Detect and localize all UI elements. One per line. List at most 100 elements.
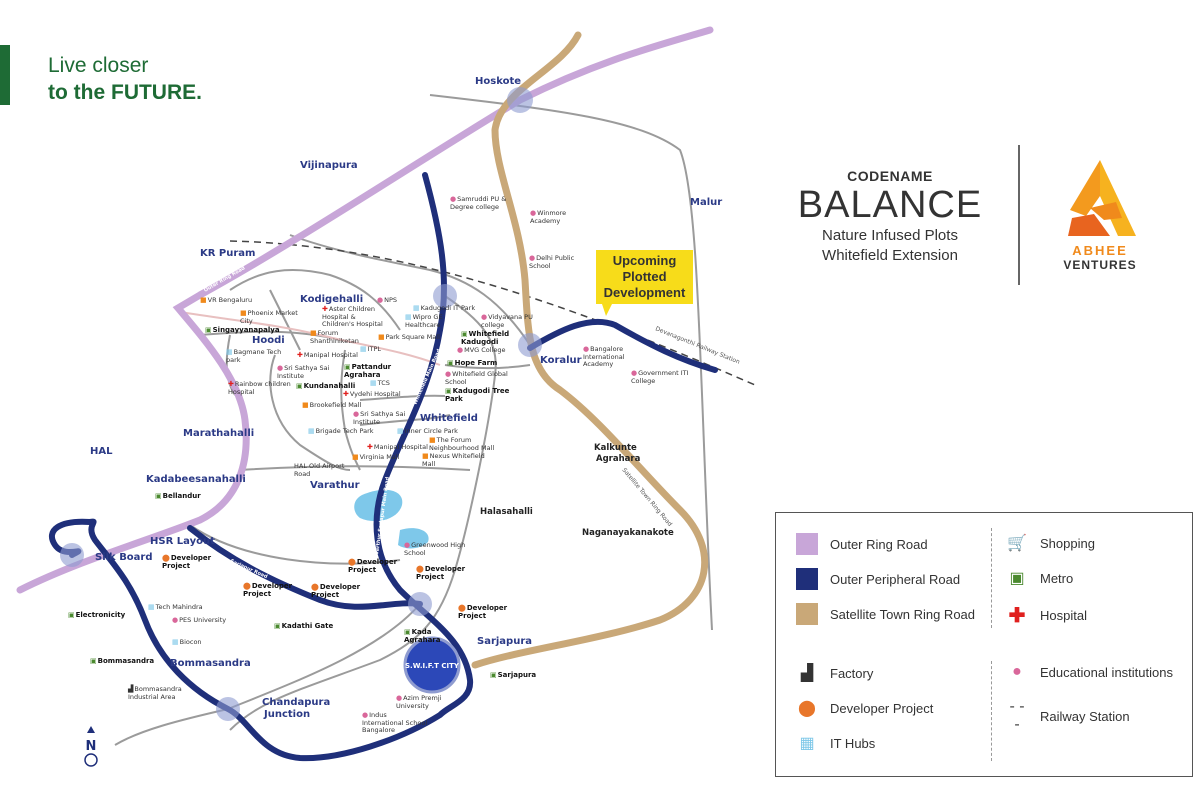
junction-marker	[216, 697, 240, 721]
poi-label: Bangalore International Academy	[583, 345, 625, 368]
legend-label: Shopping	[1040, 535, 1095, 551]
poi-label: Developer Project	[162, 554, 212, 570]
it-hub-icon: ▦	[172, 638, 179, 646]
poi: ▦ITPL	[360, 345, 381, 354]
education-icon: ●	[172, 616, 179, 624]
lake	[398, 528, 429, 549]
poi: ●Greenwood High School	[404, 541, 470, 557]
place-label: HSR Layout	[150, 536, 215, 547]
poi: ●Vidyavana PU college	[481, 313, 547, 329]
education-icon: ●	[530, 209, 537, 217]
place-label: Kadabeesanahalli	[146, 474, 246, 485]
education-icon: ●	[377, 296, 384, 304]
locality-label-text: Naganayakanakote	[582, 528, 674, 538]
locality-label: Halasahalli	[480, 507, 533, 518]
it-hub-icon: ▦	[308, 427, 315, 435]
road	[229, 295, 497, 731]
factory-icon: ▟	[128, 685, 134, 693]
abhee-ventures-logo: ABHEE VENTURES	[1055, 158, 1145, 272]
road	[527, 318, 718, 373]
place-label: Koralur	[540, 355, 582, 366]
legend-label: Railway Station	[1040, 708, 1130, 724]
poi: ▣Whitefield Kadugodi	[461, 330, 527, 346]
poi-label: MVG College	[464, 346, 506, 354]
place-label-text: Bommasandra	[170, 658, 251, 669]
poi: ●Delhi Public School	[529, 254, 595, 270]
locality-label: Kalkunte	[594, 443, 637, 454]
developer-pin-icon: ⬤	[458, 604, 466, 612]
poi: ⬤Developer Project	[243, 582, 309, 598]
accent-bar	[0, 45, 10, 105]
junction-marker	[518, 333, 542, 357]
poi-label: Manipal Hospital	[373, 443, 428, 451]
poi-label: Inner Circle Park	[404, 427, 458, 435]
poi-label: Developer Project	[458, 604, 508, 620]
education-icon: ●	[583, 345, 590, 353]
poi-label: Forum Shanthiniketan	[310, 329, 359, 345]
poi: ●NPS	[377, 296, 397, 305]
logo-mark-icon	[1068, 160, 1136, 236]
metro-icon: ▣	[155, 492, 162, 500]
metro-icon: ▣	[461, 330, 468, 338]
legend-it-hubs: ▦IT Hubs	[796, 733, 875, 753]
poi-label: PES University	[179, 616, 227, 624]
road	[189, 524, 401, 565]
shopping-icon: ■	[378, 333, 385, 341]
poi: ●Azim Premji University	[396, 694, 462, 710]
place-label-text: HAL	[90, 446, 113, 457]
legend-metro: ▣Metro	[1006, 568, 1073, 588]
poi: ▣Kundanahalli	[296, 382, 355, 390]
poi: ■Forum Shanthiniketan	[310, 329, 376, 345]
hospital-icon: ✚	[297, 351, 303, 359]
poi: ●Indus International School Bangalore	[362, 711, 428, 735]
it-hub-icon: ▦	[148, 603, 155, 611]
local-roads	[114, 94, 713, 746]
hospital-icon: ✚	[1008, 605, 1026, 627]
poi: ●Bangalore International Academy	[583, 345, 649, 369]
place-label: Sarjapura	[477, 636, 532, 647]
poi-label: Brookefield Mall	[309, 401, 362, 409]
hospital-icon: ✚	[228, 380, 234, 388]
poi-label: Sri Sathya Sai Institute	[277, 364, 330, 380]
metro-icon: ▣	[447, 359, 454, 367]
poi-label: Hope Farm	[454, 359, 498, 367]
poi-label: Whitefield Global School	[445, 370, 508, 386]
poi: ✚Rainbow children Hospital	[228, 380, 294, 396]
developer-pin-icon: ⬤	[243, 582, 251, 590]
place-label-text: Malur	[690, 197, 723, 208]
developer-pin-icon: ⬤	[311, 583, 319, 591]
poi-label: Park Square Mall	[385, 333, 440, 341]
poi: ●Government ITI College	[631, 369, 697, 385]
poi: ▦Biocon	[172, 638, 202, 647]
compass-label: N	[86, 739, 97, 754]
poi: ▦Bagmane Tech park	[226, 348, 292, 364]
railway-line	[229, 240, 756, 386]
poi-label: Aster Children Hospital & Children's Hos…	[322, 305, 383, 328]
place-label-text: Hoskote	[475, 76, 522, 87]
legend-outer-peripheral-road: Outer Peripheral Road	[796, 568, 960, 590]
poi: ▣Kada Agrahara	[404, 628, 470, 644]
poi: ●Winmore Academy	[530, 209, 596, 225]
metro-icon: ▣	[90, 657, 97, 665]
poi: ■The Forum Neighbourhood Mall	[429, 436, 495, 452]
poi-label: VR Bengaluru	[207, 296, 253, 304]
metro-icon: ▣	[1009, 570, 1025, 587]
road	[269, 289, 301, 351]
swatch	[796, 603, 818, 625]
poi-label: Nexus Whitefield Mall	[422, 452, 485, 468]
legend-label: Outer Peripheral Road	[830, 571, 961, 587]
metro-icon: ▣	[274, 622, 281, 630]
headline: Live closer to the FUTURE.	[48, 52, 202, 106]
place-label-text: Whitefield	[420, 413, 478, 424]
place-label: Junction	[264, 709, 310, 720]
legend-label: Developer Project	[830, 700, 934, 716]
junctions	[60, 87, 542, 721]
education-icon: ●	[404, 541, 411, 549]
upcoming-development-callout: Upcoming Plotted Development	[596, 250, 693, 316]
poi-label: Electronicity	[75, 611, 126, 619]
poi: ▦Inner Circle Park	[397, 427, 458, 436]
outer-ring-road	[16, 26, 714, 594]
poi: ●MVG College	[457, 346, 506, 355]
metro-icon: ▣	[68, 611, 75, 619]
